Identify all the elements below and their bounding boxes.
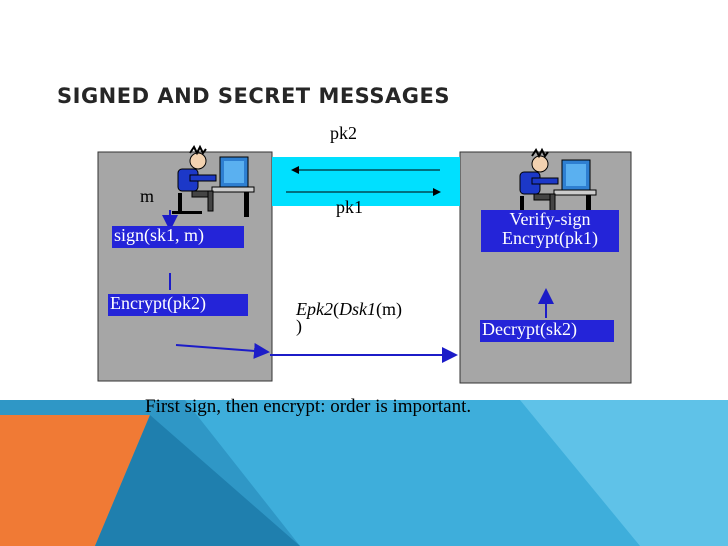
key-channel: [272, 157, 460, 206]
ciphertext-part-epk2: Epk2: [296, 299, 333, 319]
slide-title: SIGNED AND SECRET MESSAGES: [57, 84, 450, 108]
receiver-user-icon: [514, 147, 597, 220]
sender-to-channel-arrow: [175, 342, 270, 359]
ciphertext-part-m: (m): [375, 299, 402, 319]
ciphertext-part-open: (: [332, 299, 339, 319]
ciphertext-label: Epk2(Dsk1(m): [296, 299, 402, 319]
sender-user-icon: [172, 144, 255, 217]
sign-step-box: sign(sk1, m): [112, 226, 244, 248]
channel-top-label: pk2: [330, 123, 357, 143]
verify-step-box: Verify-sign Encrypt(pk1): [481, 210, 619, 252]
slide-caption: First sign, then encrypt: order is impor…: [145, 396, 472, 417]
verify-step-line2: Encrypt(pk1): [502, 228, 598, 248]
decrypt-step-box: Decrypt(sk2): [480, 320, 614, 342]
channel-bottom-label: pk1: [336, 197, 363, 217]
encrypt-step-box: Encrypt(pk2): [108, 294, 248, 316]
sign-step-label: sign(sk1, m): [114, 225, 204, 245]
ciphertext-close-paren: ): [296, 316, 302, 336]
verify-step-line1: Verify-sign: [509, 209, 591, 229]
deco-dark-triangle: [95, 415, 300, 546]
ciphertext-part-dsk1: Dsk1: [338, 299, 376, 319]
message-label: m: [140, 186, 155, 206]
decrypt-step-label: Decrypt(sk2): [482, 319, 577, 339]
decorative-bands: [0, 400, 728, 546]
deco-band-right: [520, 400, 728, 546]
receiver-panel: [459, 151, 632, 384]
encrypt-step-label: Encrypt(pk2): [110, 293, 206, 313]
deco-orange-triangle: [0, 415, 150, 546]
